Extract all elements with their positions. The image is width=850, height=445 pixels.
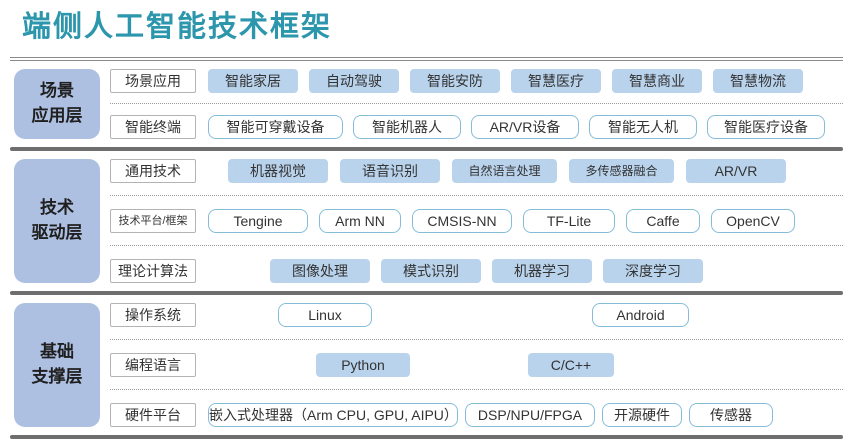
box-caffe: Caffe	[626, 208, 700, 233]
row-divider	[110, 103, 843, 105]
box-ar-vr: AR/VR	[686, 158, 786, 183]
layer-label-basic-support: 基础 支撑层	[14, 302, 100, 427]
layer-separator	[10, 146, 843, 151]
category-label: 理论计算法	[110, 258, 196, 283]
item-group: Tengine Arm NN CMSIS-NN TF-Lite Caffe Op…	[208, 208, 843, 233]
category-label: 智能终端	[110, 114, 196, 139]
row-platforms-frameworks: 技术平台/框架 Tengine Arm NN CMSIS-NN TF-Lite …	[110, 208, 843, 233]
box-machine-vision: 机器视觉	[228, 158, 328, 183]
box-opencv: OpenCV	[711, 208, 795, 233]
box-pattern-recognition: 模式识别	[381, 258, 481, 283]
category-label: 技术平台/框架	[110, 208, 196, 233]
row-scene-applications: 场景应用 智能家居 自动驾驶 智能安防 智慧医疗 智慧商业 智慧物流	[110, 68, 843, 93]
layer-rows: 通用技术 机器视觉 语音识别 自然语言处理 多传感器融合 AR/VR 技术平台/…	[110, 158, 843, 283]
box-cmsis-nn: CMSIS-NN	[412, 208, 512, 233]
box-smart-logistics: 智慧物流	[713, 68, 803, 93]
row-divider	[110, 339, 843, 341]
row-general-technologies: 通用技术 机器视觉 语音识别 自然语言处理 多传感器融合 AR/VR	[110, 158, 843, 183]
item-group: 嵌入式处理器（Arm CPU, GPU, AIPU） DSP/NPU/FPGA …	[208, 402, 843, 427]
layer-scenario-application: 场景 应用层 场景应用 智能家居 自动驾驶 智能安防 智慧医疗 智慧商业 智慧物…	[0, 61, 850, 147]
layer-label-scenario-application: 场景 应用层	[14, 68, 100, 139]
box-speech-recognition: 语音识别	[340, 158, 440, 183]
box-embedded-processor: 嵌入式处理器（Arm CPU, GPU, AIPU）	[208, 402, 458, 427]
box-machine-learning: 机器学习	[492, 258, 592, 283]
box-arm-nn: Arm NN	[319, 208, 401, 233]
box-smart-robots: 智能机器人	[353, 114, 461, 139]
layer-basic-support: 基础 支撑层 操作系统 Linux Android 编程语言 Python C/…	[0, 295, 850, 435]
row-theoretical-algorithms: 理论计算法 图像处理 模式识别 机器学习 深度学习	[110, 258, 843, 283]
box-nlp: 自然语言处理	[452, 158, 557, 183]
bottom-border-line	[10, 434, 843, 439]
item-group: 智能可穿戴设备 智能机器人 AR/VR设备 智能无人机 智能医疗设备	[208, 114, 843, 139]
category-label: 编程语言	[110, 352, 196, 377]
box-dsp-npu-fpga: DSP/NPU/FPGA	[465, 402, 595, 427]
box-deep-learning: 深度学习	[603, 258, 703, 283]
layer-label-line: 场景	[40, 81, 74, 101]
row-divider	[110, 245, 843, 247]
item-group: 图像处理 模式识别 机器学习 深度学习	[208, 258, 843, 283]
row-divider	[110, 389, 843, 391]
category-label: 操作系统	[110, 302, 196, 327]
category-label: 场景应用	[110, 68, 196, 93]
page-title: 端侧人工智能技术框架	[22, 9, 333, 43]
box-smart-security: 智能安防	[410, 68, 500, 93]
item-group: Python C/C++	[208, 352, 843, 377]
box-smart-drones: 智能无人机	[589, 114, 697, 139]
layer-technology-driver: 技术 驱动层 通用技术 机器视觉 语音识别 自然语言处理 多传感器融合 AR/V…	[0, 151, 850, 291]
box-image-processing: 图像处理	[270, 258, 370, 283]
layer-rows: 场景应用 智能家居 自动驾驶 智能安防 智慧医疗 智慧商业 智慧物流 智能终端 …	[110, 68, 843, 139]
box-wearable-devices: 智能可穿戴设备	[208, 114, 343, 139]
layer-label-line: 技术	[40, 198, 74, 218]
box-open-source-hardware: 开源硬件	[602, 402, 682, 427]
box-linux: Linux	[278, 302, 372, 327]
layer-label-line: 驱动层	[31, 222, 83, 242]
box-ar-vr-devices: AR/VR设备	[471, 114, 579, 139]
box-python: Python	[316, 352, 410, 377]
box-android: Android	[592, 302, 689, 327]
box-smart-home: 智能家居	[208, 68, 298, 93]
box-sensor-fusion: 多传感器融合	[569, 158, 674, 183]
box-autonomous-driving: 自动驾驶	[309, 68, 399, 93]
box-tf-lite: TF-Lite	[523, 208, 615, 233]
layer-separator	[10, 290, 843, 295]
row-smart-terminals: 智能终端 智能可穿戴设备 智能机器人 AR/VR设备 智能无人机 智能医疗设备	[110, 114, 843, 139]
item-group: 智能家居 自动驾驶 智能安防 智慧医疗 智慧商业 智慧物流	[208, 68, 843, 93]
box-c-cpp: C/C++	[528, 352, 614, 377]
layer-rows: 操作系统 Linux Android 编程语言 Python C/C++ 硬件平…	[110, 302, 843, 427]
box-sensors: 传感器	[689, 402, 773, 427]
box-smart-business: 智慧商业	[612, 68, 702, 93]
box-medical-devices: 智能医疗设备	[707, 114, 825, 139]
box-smart-healthcare: 智慧医疗	[511, 68, 601, 93]
layer-label-technology-driver: 技术 驱动层	[14, 158, 100, 283]
row-programming-languages: 编程语言 Python C/C++	[110, 352, 843, 377]
layer-label-line: 支撑层	[31, 366, 83, 386]
item-group: Linux Android	[208, 302, 843, 327]
row-divider	[110, 195, 843, 197]
title-underline	[10, 56, 843, 61]
layer-label-line: 基础	[40, 342, 74, 362]
row-operating-systems: 操作系统 Linux Android	[110, 302, 843, 327]
item-group: 机器视觉 语音识别 自然语言处理 多传感器融合 AR/VR	[208, 158, 843, 183]
box-tengine: Tengine	[208, 208, 308, 233]
category-label: 通用技术	[110, 158, 196, 183]
row-hardware-platforms: 硬件平台 嵌入式处理器（Arm CPU, GPU, AIPU） DSP/NPU/…	[110, 402, 843, 427]
layer-label-line: 应用层	[31, 105, 83, 125]
category-label: 硬件平台	[110, 402, 196, 427]
